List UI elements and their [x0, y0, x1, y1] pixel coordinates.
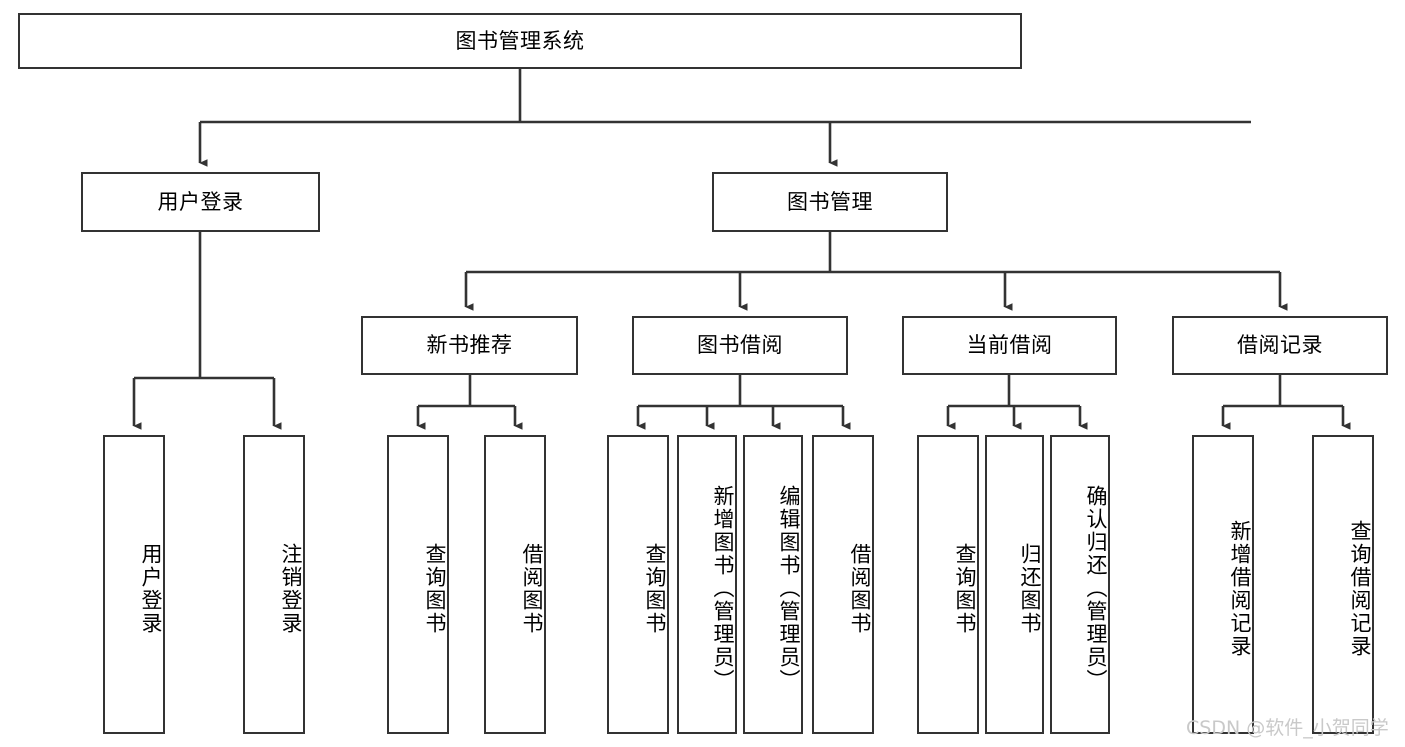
node-leaf-label: 借阅图书 — [848, 542, 872, 635]
node-current-borrow[interactable]: 当前借阅 — [902, 316, 1117, 375]
node-leaf-label: 查询图书 — [643, 542, 667, 635]
node-user-login-label: 用户登录 — [157, 189, 244, 214]
node-leaf-label: 借阅图书 — [520, 542, 544, 635]
node-leaf-query-book-newbook[interactable]: 查询图书 — [387, 435, 449, 734]
node-leaf-label: 新增借阅记录 — [1228, 519, 1252, 658]
node-leaf-label: 归还图书 — [1018, 542, 1042, 635]
node-leaf-add-borrow-record[interactable]: 新增借阅记录 — [1192, 435, 1254, 734]
node-leaf-label: 新增图书（管理员） — [711, 485, 735, 692]
node-leaf-label: 注销登录 — [279, 542, 303, 635]
node-leaf-label: 查询图书 — [423, 542, 447, 635]
node-user-login[interactable]: 用户登录 — [81, 172, 320, 232]
node-leaf-label: 查询图书 — [953, 542, 977, 635]
node-leaf-return-book[interactable]: 归还图书 — [985, 435, 1044, 734]
node-book-borrow[interactable]: 图书借阅 — [632, 316, 848, 375]
node-root-system[interactable]: 图书管理系统 — [18, 13, 1022, 69]
node-root-label: 图书管理系统 — [455, 28, 585, 53]
node-leaf-borrow-book[interactable]: 借阅图书 — [812, 435, 874, 734]
node-leaf-add-book-admin[interactable]: 新增图书（管理员） — [677, 435, 737, 734]
node-new-book-recommend[interactable]: 新书推荐 — [361, 316, 578, 375]
node-leaf-query-book-borrow[interactable]: 查询图书 — [607, 435, 669, 734]
node-leaf-label: 确认归还（管理员） — [1084, 485, 1108, 692]
node-leaf-borrow-book-newbook[interactable]: 借阅图书 — [484, 435, 546, 734]
node-leaf-label: 编辑图书（管理员） — [777, 485, 801, 692]
node-leaf-label: 用户登录 — [139, 542, 163, 635]
node-new-book-recommend-label: 新书推荐 — [426, 333, 513, 358]
csdn-watermark: CSDN @软件_小贺同学 — [1186, 717, 1389, 739]
node-current-borrow-label: 当前借阅 — [966, 333, 1053, 358]
node-borrow-record[interactable]: 借阅记录 — [1172, 316, 1388, 375]
node-leaf-query-borrow-record[interactable]: 查询借阅记录 — [1312, 435, 1374, 734]
node-leaf-edit-book-admin[interactable]: 编辑图书（管理员） — [743, 435, 803, 734]
node-borrow-record-label: 借阅记录 — [1237, 333, 1323, 358]
node-leaf-confirm-return-admin[interactable]: 确认归还（管理员） — [1050, 435, 1110, 734]
node-book-borrow-label: 图书借阅 — [697, 333, 783, 358]
node-leaf-query-book-current[interactable]: 查询图书 — [917, 435, 979, 734]
node-leaf-user-login[interactable]: 用户登录 — [103, 435, 165, 734]
node-leaf-label: 查询借阅记录 — [1348, 519, 1372, 658]
node-leaf-logout[interactable]: 注销登录 — [243, 435, 305, 734]
node-book-management[interactable]: 图书管理 — [712, 172, 948, 232]
node-book-management-label: 图书管理 — [787, 189, 873, 214]
